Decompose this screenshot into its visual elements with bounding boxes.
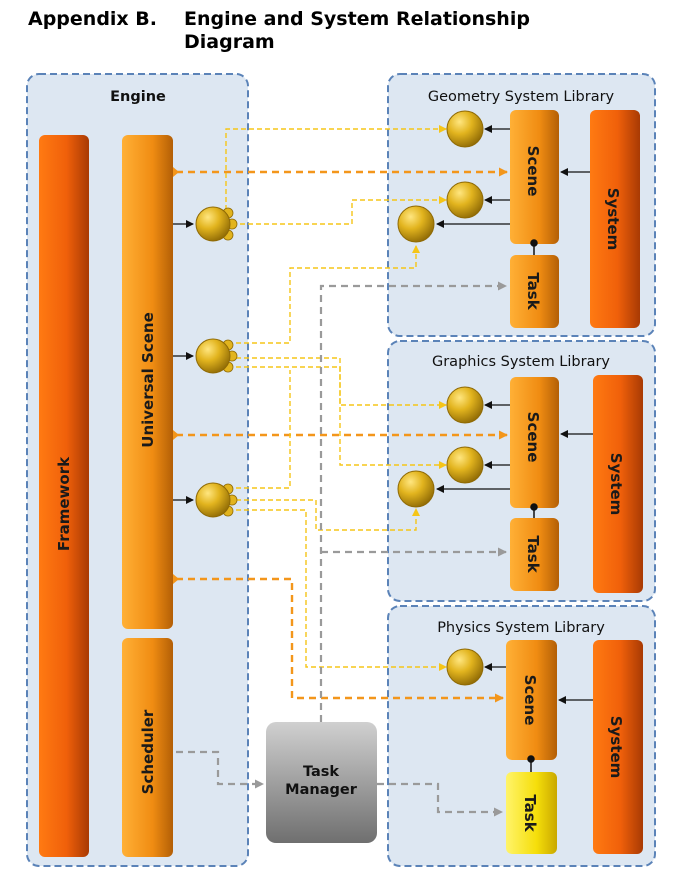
scene-task-connectors [527, 239, 538, 772]
physics-scene-label: Scene [521, 675, 539, 726]
task-manager-box [266, 722, 377, 843]
graphics-scene-label: Scene [524, 412, 542, 463]
physics-system-block [593, 640, 643, 854]
physics-library-title: Physics System Library [437, 620, 605, 636]
engine-observer-nodes [195, 206, 238, 518]
geometry-scene-label: Scene [524, 146, 542, 197]
framework-bar [39, 135, 89, 857]
title-line-1: Engine and System Relationship [184, 8, 530, 30]
title-line-2: Diagram [184, 31, 275, 53]
geometry-system-label: System [604, 188, 622, 250]
appendix-label: Appendix B. [28, 8, 158, 30]
scene-links [176, 167, 508, 703]
geometry-system-block [590, 110, 640, 328]
task-links [176, 281, 507, 817]
graphics-task-label: Task [524, 535, 542, 573]
graphics-system-block [593, 375, 643, 593]
geometry-library-title: Geometry System Library [428, 89, 615, 105]
scheduler-bar [122, 638, 173, 857]
universal-scene-bar [122, 135, 173, 629]
universal-scene-label: Universal Scene [139, 312, 157, 447]
geometry-task-block [510, 255, 559, 328]
engine-label: Engine [110, 89, 166, 105]
graphics-system-label: System [607, 453, 625, 515]
physics-task-label: Task [521, 794, 539, 832]
geometry-scene-block [510, 110, 559, 244]
physics-scene-block [506, 640, 557, 760]
task-manager-label-line-2: Manager [285, 782, 358, 798]
physics-task-block-active [506, 772, 557, 854]
scene-link-start-markers [173, 167, 179, 584]
observer-links [225, 125, 447, 671]
graphics-task-block [510, 518, 559, 591]
solid-arrows [173, 125, 593, 704]
graphics-library-title: Graphics System Library [432, 354, 610, 370]
scheduler-label: Scheduler [139, 709, 157, 794]
task-manager-label-line-1: Task [303, 764, 339, 780]
physics-system-label: System [607, 716, 625, 778]
library-observer-nodes [397, 110, 484, 686]
framework-label: Framework [55, 456, 73, 551]
graphics-scene-block [510, 377, 559, 508]
page-title: Appendix B. Engine and System Relationshi… [28, 8, 530, 54]
geometry-task-label: Task [524, 272, 542, 310]
